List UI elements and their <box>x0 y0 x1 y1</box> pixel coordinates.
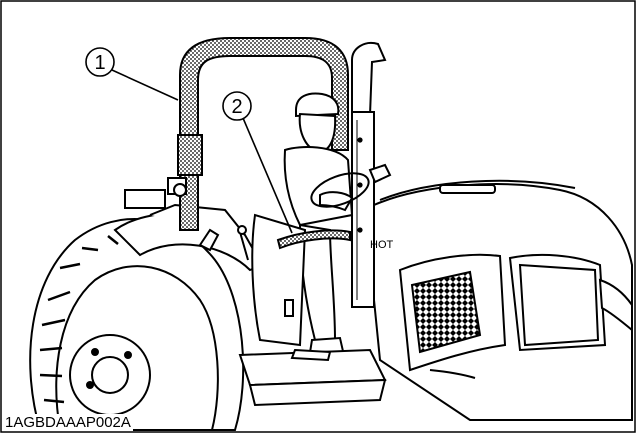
callout-1-number: 1 <box>94 52 105 74</box>
hot-warning-label: HOT <box>370 239 394 251</box>
figure-id-label: 1AGBDAAAP002A <box>3 414 133 431</box>
callout-2: 2 <box>223 92 251 120</box>
callout-2-number: 2 <box>231 96 242 118</box>
callout-1: 1 <box>86 48 114 76</box>
